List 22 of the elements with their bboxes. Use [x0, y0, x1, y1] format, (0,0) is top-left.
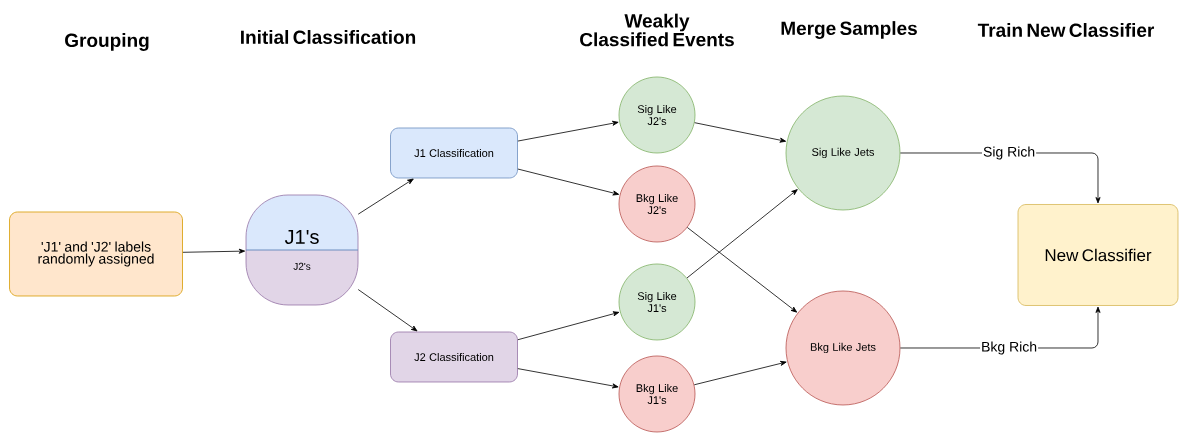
process-box: J2 Classification: [390, 331, 518, 383]
arrow: [693, 360, 787, 386]
arrow: [357, 289, 418, 332]
arrow: [694, 122, 787, 143]
process-box: J1 Classification: [390, 127, 518, 179]
arrow: [686, 189, 798, 279]
arrow: [517, 168, 620, 196]
edge-label: Sig Rich: [982, 145, 1037, 161]
arrow: [517, 311, 620, 341]
edge-label: Bkg Rich: [980, 340, 1039, 356]
column-heading: Grouping: [65, 33, 149, 51]
column-heading: Initial Classification: [241, 30, 416, 44]
arrow: [517, 120, 619, 142]
arrow: [517, 368, 619, 389]
process-box: 'J1' and 'J2' labels randomly assigned: [9, 211, 183, 297]
process-box: New Classifier: [1017, 204, 1179, 306]
column-heading: Train New Classifier: [977, 23, 1155, 37]
column-heading: Weakly Classified Events: [580, 13, 734, 47]
arrow: [182, 248, 246, 254]
arrow: [357, 178, 414, 215]
column-heading: Merge Samples: [781, 21, 917, 39]
arrow: [686, 227, 798, 313]
